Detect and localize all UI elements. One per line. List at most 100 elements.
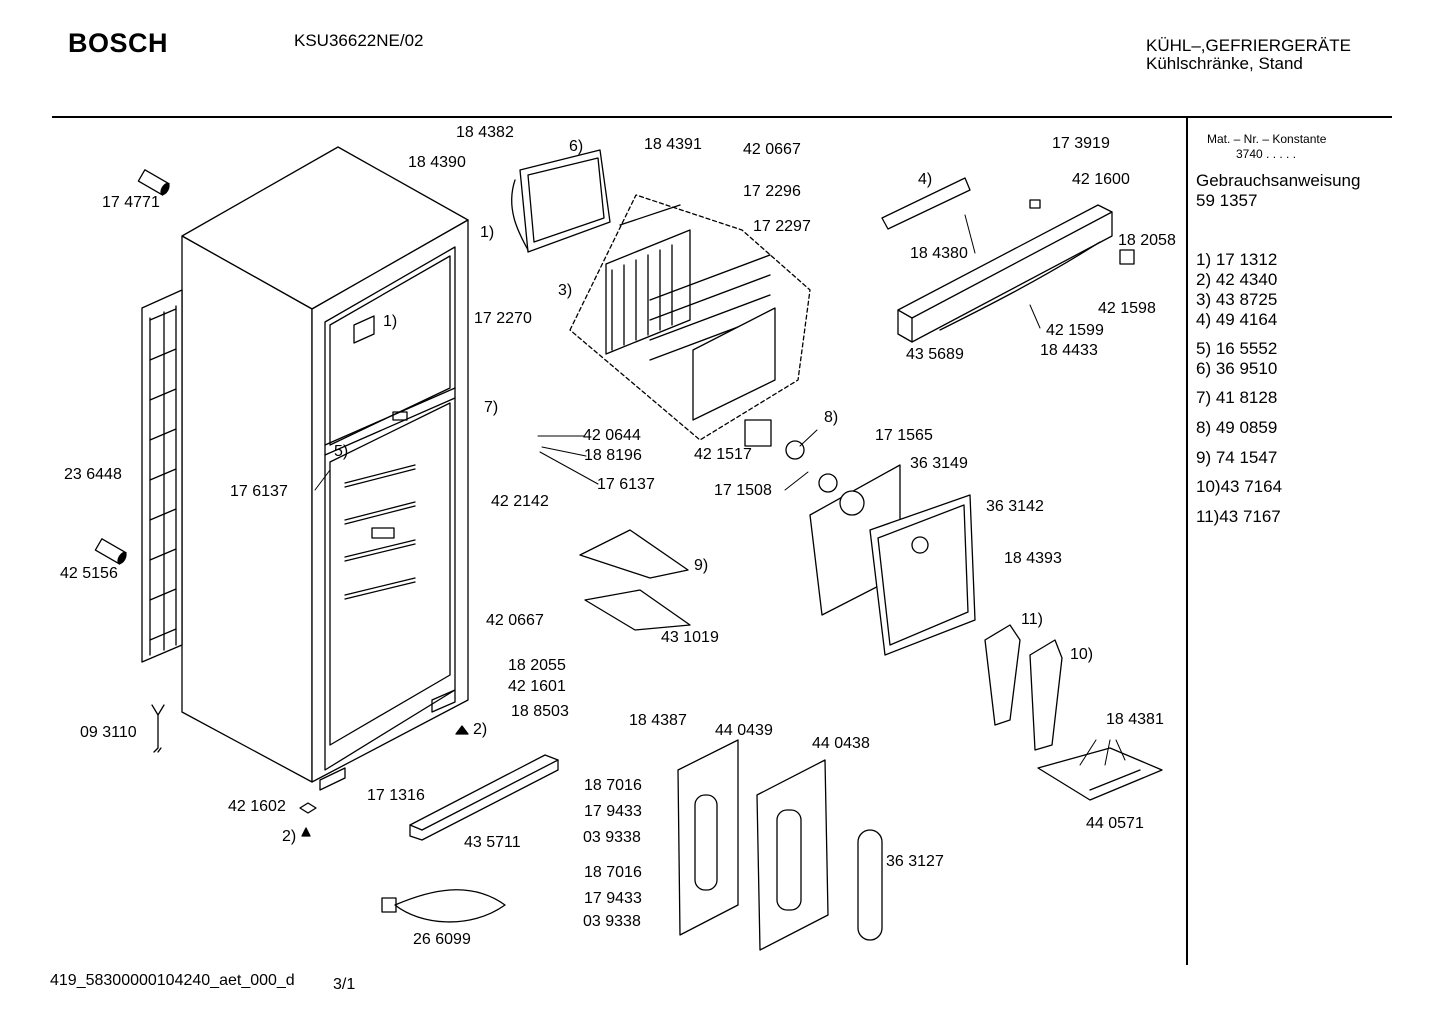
part-label: 17 2296 (743, 183, 801, 200)
callout-marker: 6) (569, 138, 584, 155)
part-label: 42 1602 (228, 798, 286, 815)
callout-marker: 8) (824, 409, 839, 426)
legend-item: 11)43 7167 (1196, 507, 1281, 526)
door-panels (678, 740, 882, 950)
evaporator-assembly (570, 195, 810, 440)
legend-item: 8) 49 0859 (1196, 418, 1278, 437)
callout-marker: 2) (473, 721, 488, 738)
part-label: 42 0667 (486, 612, 544, 629)
part-label: 17 2297 (753, 218, 811, 235)
evaporator-cover (512, 150, 610, 252)
shelf-bar (410, 755, 558, 840)
part-label: 17 1565 (875, 427, 933, 444)
part-label: 17 2270 (474, 310, 532, 327)
callout-marker: 1) (383, 313, 398, 330)
part-label: 36 3142 (986, 498, 1044, 515)
callout-marker: 9) (694, 557, 709, 574)
part-label: 42 0667 (743, 141, 801, 158)
part-label: 17 6137 (230, 483, 288, 500)
model-number: KSU36622NE/02 (294, 31, 424, 50)
brand-logo: BOSCH (68, 28, 169, 58)
callout-marker: 7) (484, 399, 499, 416)
manual-number: 59 1357 (1196, 191, 1258, 210)
part-label: 18 7016 (584, 777, 642, 794)
cabinet-body (182, 147, 468, 790)
manual-label: Gebrauchsanweisung (1196, 171, 1361, 190)
part-label: 17 9433 (584, 803, 642, 820)
category-subtitle: Kühlschränke, Stand (1146, 54, 1303, 73)
part-label: 18 7016 (584, 864, 642, 881)
part-label: 42 1598 (1098, 300, 1156, 317)
part-label: 18 4382 (456, 124, 514, 141)
sidebar-divider (1186, 118, 1188, 965)
material-number-value: 3740 . . . . . (1236, 147, 1297, 161)
part-label: 17 6137 (597, 476, 655, 493)
part-label: 17 9433 (584, 890, 642, 907)
callout-marker: 5) (334, 443, 349, 460)
legend-item: 1) 17 1312 (1196, 250, 1278, 269)
control-panel-housing (882, 178, 1134, 342)
legend-item: 9) 74 1547 (1196, 448, 1278, 467)
part-label: 18 8503 (511, 703, 569, 720)
part-label: 18 4391 (644, 136, 702, 153)
part-label: 42 2142 (491, 493, 549, 510)
document-id: 419_58300000104240_aet_000_d (50, 972, 295, 989)
left-side-parts (95, 170, 468, 836)
part-label: 26 6099 (413, 931, 471, 948)
part-label: 44 0439 (715, 722, 773, 739)
exploded-view-drawing (0, 0, 1186, 1019)
part-label: 18 4393 (1004, 550, 1062, 567)
part-label: 17 1508 (714, 482, 772, 499)
part-label: 36 3127 (886, 853, 944, 870)
part-label: 42 1599 (1046, 322, 1104, 339)
part-label: 18 4380 (910, 245, 968, 262)
part-label: 44 0571 (1086, 815, 1144, 832)
legend-item: 2) 42 4340 (1196, 270, 1278, 289)
callout-marker: 4) (918, 171, 933, 188)
part-label: 42 1601 (508, 678, 566, 695)
legend-item: 5) 16 5552 (1196, 339, 1278, 358)
part-label: 18 2055 (508, 657, 566, 674)
part-label: 03 9338 (583, 913, 641, 930)
header-divider (52, 116, 1392, 118)
callout-marker: 3) (558, 282, 573, 299)
legend-item: 3) 43 8725 (1196, 290, 1278, 309)
part-label: 23 6448 (64, 466, 122, 483)
part-label: 43 5711 (464, 834, 521, 851)
legend-item: 6) 36 9510 (1196, 359, 1278, 378)
part-label: 18 4381 (1106, 711, 1164, 728)
part-label: 18 2058 (1118, 232, 1176, 249)
callout-marker: 1) (480, 224, 495, 241)
sheet-number: 3/1 (333, 976, 356, 993)
part-label: 36 3149 (910, 455, 968, 472)
callout-marker: 2) (282, 828, 297, 845)
part-label: 18 4433 (1040, 342, 1098, 359)
legend-item: 10)43 7164 (1196, 477, 1283, 496)
part-label: 17 3919 (1052, 135, 1110, 152)
part-label: 09 3110 (80, 724, 137, 741)
part-label: 17 4771 (102, 194, 160, 211)
callout-marker: 11) (1021, 611, 1043, 628)
part-label: 42 5156 (60, 565, 118, 582)
part-label: 42 1600 (1072, 171, 1130, 188)
rear-panels (745, 420, 975, 655)
part-label: 44 0438 (812, 735, 870, 752)
leader-lines (315, 215, 1125, 765)
base-plate (1038, 748, 1162, 800)
part-label: 42 0644 (583, 427, 641, 444)
part-label: 42 1517 (694, 446, 752, 463)
part-label: 43 1019 (661, 629, 719, 646)
legend-item: 7) 41 8128 (1196, 388, 1278, 407)
legend-item: 4) 49 4164 (1196, 310, 1278, 329)
brackets (580, 530, 690, 630)
part-label: 18 4387 (629, 712, 687, 729)
part-label: 18 8196 (584, 447, 642, 464)
category-title: KÜHL–,GEFRIERGERÄTE (1146, 36, 1351, 55)
callout-marker: 10) (1070, 646, 1094, 663)
part-label: 03 9338 (583, 829, 641, 846)
part-label: 17 1316 (367, 787, 425, 804)
part-label: 43 5689 (906, 346, 964, 363)
part-label: 18 4390 (408, 154, 466, 171)
condenser-coil (142, 290, 182, 662)
door-bins (985, 625, 1062, 750)
